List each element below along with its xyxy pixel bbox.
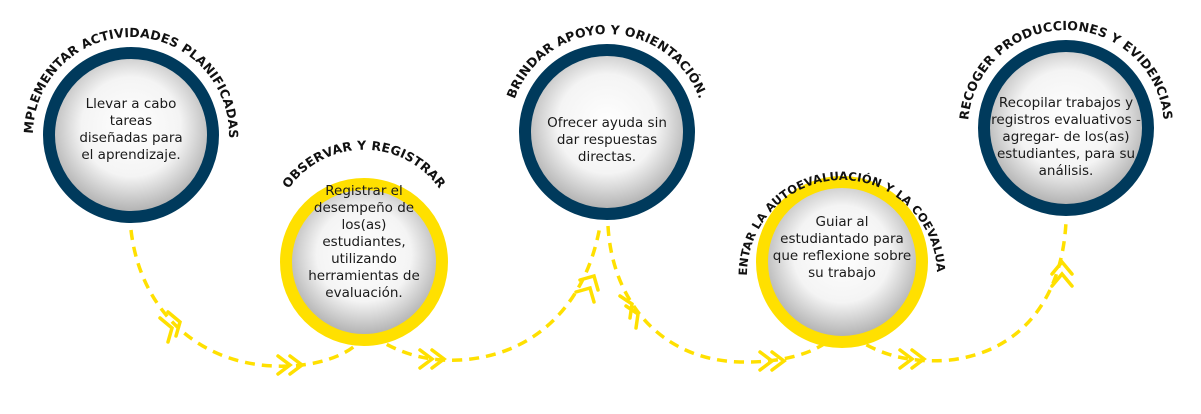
step-2-text: Registrar el desempeño de los(as) estudi… (308, 183, 420, 301)
step-1-circle (43, 47, 219, 223)
connector-1-2 (129, 229, 366, 368)
step-4-circle (756, 176, 928, 348)
step-3-text: Ofrecer ayuda sin dar respuestas directa… (547, 114, 667, 165)
connector-3-4 (606, 225, 836, 364)
chevron-icon (1050, 259, 1074, 288)
chevron-icon (574, 273, 600, 304)
step-5-circle (978, 40, 1154, 216)
step-2-circle (280, 178, 448, 346)
step-1-text: Llevar a cabo tareas diseñadas para el a… (79, 96, 183, 163)
chevron-arrow-icons (158, 259, 1074, 376)
step-3-circle (519, 44, 695, 220)
step-5-text: Recopilar trabajos y registros evaluativ… (991, 94, 1141, 179)
chevron-icon (276, 354, 305, 376)
chevron-icon (618, 294, 640, 330)
step-circles (43, 40, 1154, 348)
connector-4-5 (851, 221, 1068, 363)
chevron-icon (898, 348, 927, 370)
connector-arrows (129, 221, 1068, 368)
chevron-icon (158, 310, 182, 344)
chevron-icon (758, 350, 787, 372)
chevron-icon (418, 348, 447, 370)
step-4-text: Guiar al estudiantado para que reflexion… (772, 214, 912, 281)
connector-2-3 (371, 225, 602, 362)
